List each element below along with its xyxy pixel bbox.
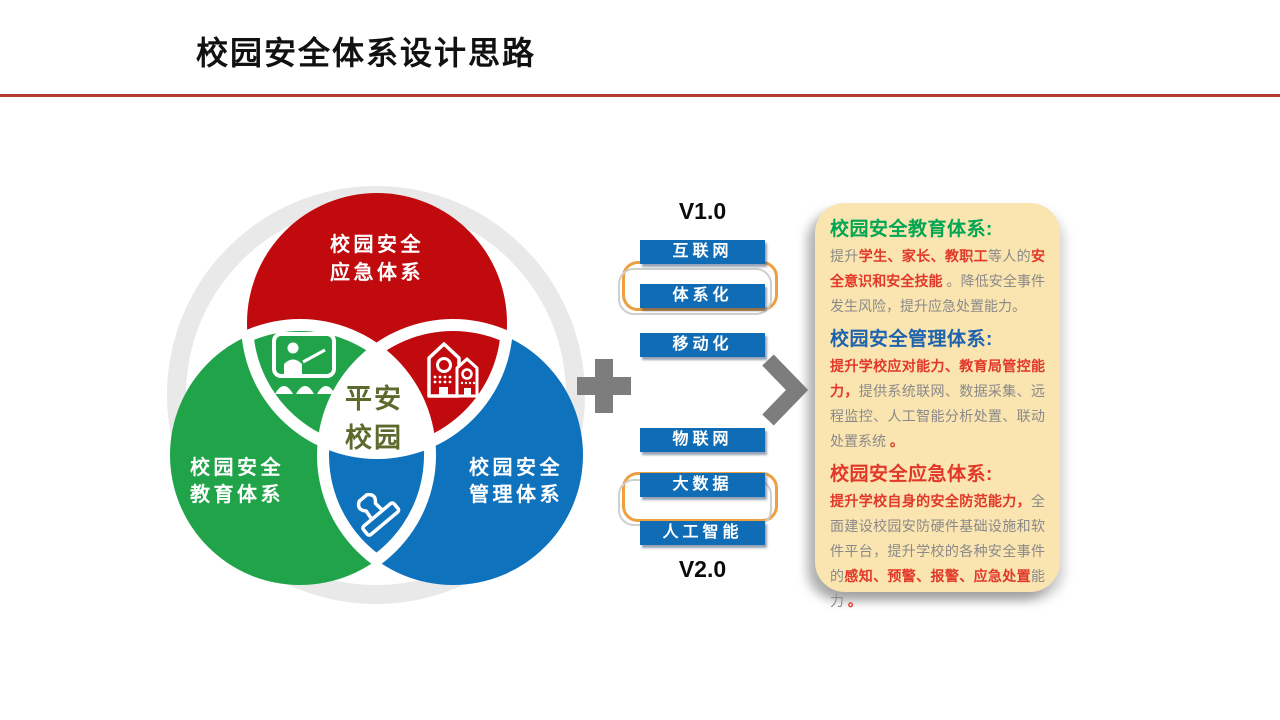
text-segment: 感知、预警、报警、应急处置 xyxy=(844,568,1032,584)
emergency-label-line2: 应急体系 xyxy=(330,260,424,284)
text-segment: 提升学校应对能力、教育局管控能力， xyxy=(830,358,1045,399)
tech-button-mobile: 移动化 xyxy=(640,333,765,357)
text-segment: 提供系统联网、数据采集、远程监控、人工智能分析处置、联动处置系统 xyxy=(830,383,1046,449)
center-label-line2: 校园 xyxy=(345,422,403,453)
management-label-line1: 校园安全 xyxy=(469,455,563,479)
text-segment: 。 xyxy=(886,433,904,449)
management-label-line2: 管理体系 xyxy=(469,482,563,506)
text-segment: 提升学校自身的安全防范能力， xyxy=(830,493,1031,509)
education-label-line2: 教育体系 xyxy=(190,482,284,506)
tech-button-bigdata: 大数据 xyxy=(640,473,765,497)
text-segment: 提升 xyxy=(830,248,859,264)
tech-button-ai: 人工智能 xyxy=(640,521,765,545)
version-label-v2: V2.0 xyxy=(678,556,727,582)
section-body: 提升学校应对能力、教育局管控能力，提供系统联网、数据采集、远程监控、人工智能分析… xyxy=(830,354,1045,454)
panel-section-education: 校园安全教育体系: 提升学生、家长、教职工等人的安全意识和安全技能 。降低安全事… xyxy=(830,217,1045,319)
emergency-label-line1: 校园安全 xyxy=(330,232,424,256)
arrow-right-icon xyxy=(762,354,809,426)
center-label-line1: 平安 xyxy=(345,384,403,414)
stamp-icon xyxy=(356,492,401,537)
text-segment: 等人的 xyxy=(987,248,1032,264)
text-segment: 安全意识和安全技能 xyxy=(830,248,1046,289)
text-segment: 。 xyxy=(844,593,862,609)
version-label-v1: V1.0 xyxy=(678,198,727,224)
classroom-icon xyxy=(272,332,336,394)
panel-section-emergency: 校园安全应急体系: 提升学校自身的安全防范能力，全面建设校园安防硬件基础设施和软… xyxy=(830,462,1045,614)
tech-button-systematization: 体系化 xyxy=(640,284,765,308)
school-building-icon xyxy=(427,342,479,398)
tech-button-internet: 互联网 xyxy=(640,240,765,264)
section-title: 校园安全应急体系: xyxy=(830,464,993,485)
tech-button-iot: 物联网 xyxy=(640,428,765,452)
section-title: 校园安全教育体系: xyxy=(830,219,993,240)
summary-panel: 校园安全教育体系: 提升学生、家长、教职工等人的安全意识和安全技能 。降低安全事… xyxy=(815,203,1060,609)
section-body: 提升学校自身的安全防范能力，全面建设校园安防硬件基础设施和软件平台，提升学校的各… xyxy=(830,489,1045,614)
text-segment: 全面建设校园安防硬件基础设施和软件平台，提升学校的各种安全事件的 xyxy=(830,493,1045,584)
section-body: 提升学生、家长、教职工等人的安全意识和安全技能 。降低安全事件发生风险，提升应急… xyxy=(830,244,1045,319)
section-title: 校园安全管理体系: xyxy=(830,329,993,350)
education-label-line1: 校园安全 xyxy=(190,455,284,479)
text-segment: 。降低安全事件发生风险，提升应急处置能力。 xyxy=(830,273,1046,314)
panel-section-management: 校园安全管理体系: 提升学校应对能力、教育局管控能力，提供系统联网、数据采集、远… xyxy=(830,327,1045,454)
text-segment: 能力 xyxy=(830,568,1046,609)
plus-icon xyxy=(577,359,631,413)
text-segment: 学生、家长、教职工 xyxy=(858,248,988,264)
page-title: 校园安全体系设计思路 xyxy=(196,35,537,71)
title-divider xyxy=(0,94,1280,97)
